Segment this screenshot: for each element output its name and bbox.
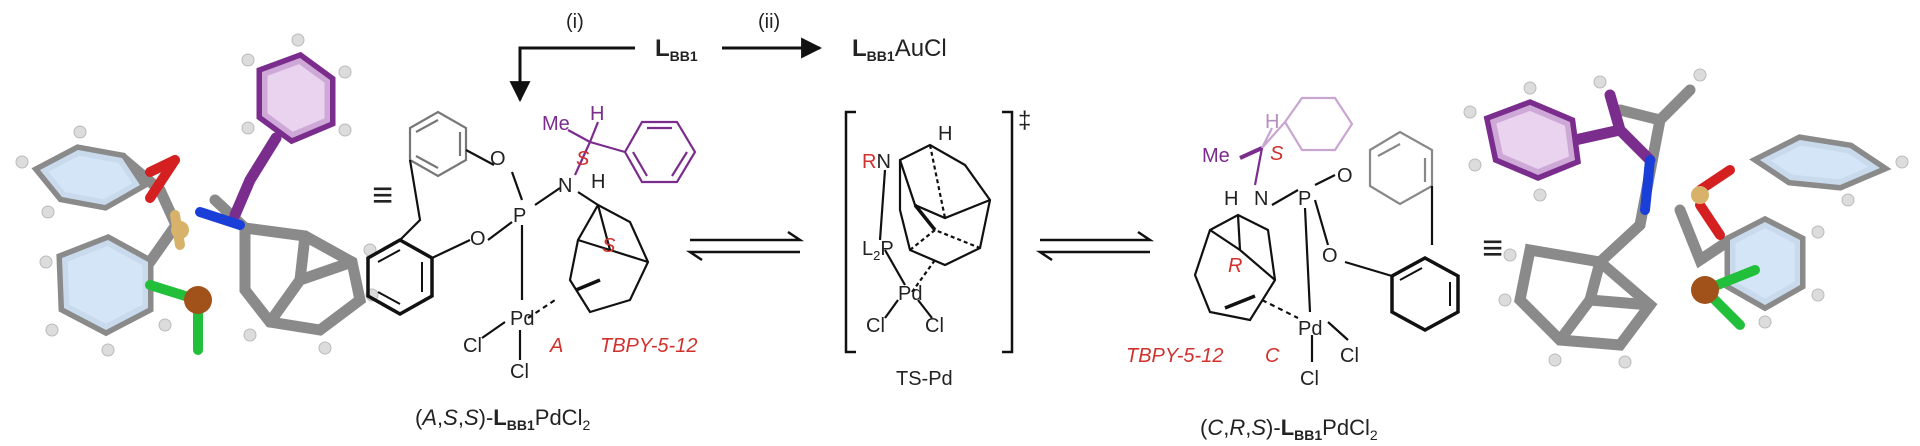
ts-H: H: [938, 123, 952, 145]
ts-Cl1: Cl: [866, 315, 885, 337]
step-i-label: (i): [566, 11, 584, 33]
right-S: S: [1270, 143, 1284, 165]
equilibrium-arrows-right: [1035, 230, 1155, 262]
right-C-descriptor: C: [1265, 345, 1280, 367]
ts-L2P: L2P: [862, 238, 894, 263]
right-H: H: [1224, 188, 1238, 210]
step-ii-label: (ii): [758, 11, 780, 33]
left-S-ring: S: [602, 235, 616, 257]
ts-labels: RN H L2P Pd Cl Cl ‡ TS-Pd: [862, 107, 1031, 390]
left-O2: O: [470, 228, 486, 250]
right-caption: (C,R,S)-LBB1PdCl2: [1200, 415, 1378, 443]
ligand-label: LBB1: [655, 35, 698, 64]
gold-product-label: LBB1AuCl: [852, 35, 947, 64]
left-Me: Me: [542, 113, 570, 135]
left-O1: O: [490, 148, 506, 170]
left-H-top: H: [590, 103, 604, 125]
right-structure-labels: Me H S H N P O O R Pd Cl Cl C TBPY-5-12 …: [1126, 111, 1378, 443]
ts-RN: RN: [862, 151, 891, 173]
left-A-descriptor: A: [549, 335, 563, 357]
left-H: H: [591, 171, 605, 193]
right-Cl2: Cl: [1300, 368, 1319, 390]
left-caption: (A,S,S)-LBB1PdCl2: [415, 405, 590, 433]
ts-Cl2: Cl: [925, 315, 944, 337]
right-R: R: [1228, 255, 1242, 277]
left-tbpy: TBPY-5-12: [600, 335, 697, 357]
right-P: P: [1298, 188, 1311, 210]
ts-dagger: ‡: [1018, 107, 1031, 134]
transition-state: [844, 110, 1014, 354]
equilibrium-arrows-left: [685, 230, 805, 262]
left-N: N: [558, 175, 572, 197]
right-structure: [1193, 96, 1460, 362]
step-arrows: (i) (ii) LBB1 LBB1AuCl: [509, 11, 947, 103]
ts-label: TS-Pd: [896, 368, 953, 390]
right-Pd: Pd: [1298, 318, 1322, 340]
left-Cl1: Cl: [463, 335, 482, 357]
equivalence-right: ≡: [1482, 227, 1503, 268]
left-structure-labels: O O P N H Me H S S Pd Cl Cl A TBPY-5-12 …: [415, 103, 697, 433]
right-O2: O: [1322, 245, 1338, 267]
left-3d-model: [15, 33, 379, 357]
right-N: N: [1254, 188, 1268, 210]
equivalence-left: ≡: [372, 174, 393, 215]
right-O1: O: [1337, 165, 1353, 187]
left-structure: [366, 110, 697, 360]
ts-Pd: Pd: [898, 283, 922, 305]
right-H-top: H: [1265, 111, 1279, 133]
left-Cl2: Cl: [510, 361, 529, 383]
right-Me: Me: [1202, 145, 1230, 167]
left-P: P: [513, 205, 526, 227]
right-Cl1: Cl: [1340, 345, 1359, 367]
right-3d-model: [1463, 68, 1909, 369]
arrow-step-i: [509, 46, 635, 103]
left-S-amine: S: [576, 148, 590, 170]
right-tbpy: TBPY-5-12: [1126, 345, 1223, 367]
left-Pd: Pd: [510, 308, 534, 330]
